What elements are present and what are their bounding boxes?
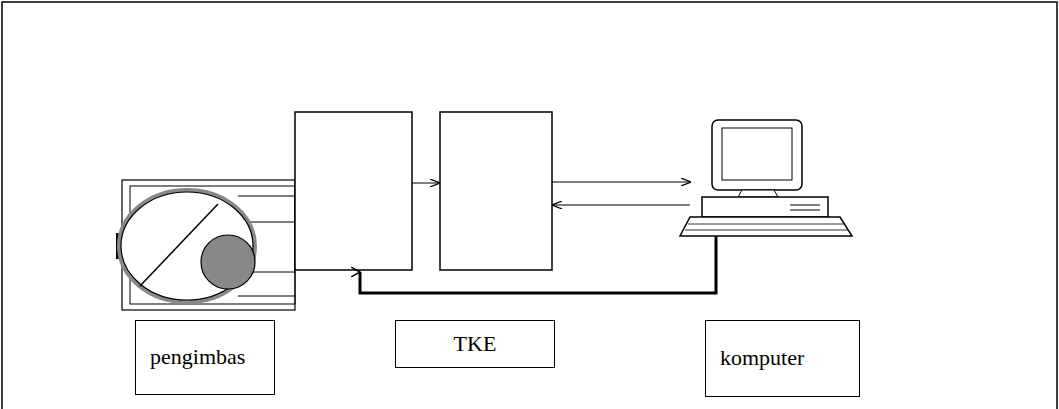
signal-arrow: [553, 205, 690, 206]
signal-arrow: [552, 182, 690, 183]
computer-icon: [680, 120, 852, 236]
label-box: TKE: [395, 320, 555, 368]
label-box: komputer: [705, 320, 860, 397]
interface-box: [295, 112, 412, 270]
box-label: pengimbas: [150, 344, 245, 370]
box-label: TKE: [454, 331, 497, 357]
signal-arrow: [412, 183, 439, 184]
label-box: pengimbas: [135, 320, 275, 395]
converter-box: [440, 112, 552, 270]
control-line: [360, 236, 716, 293]
box-label: komputer: [720, 345, 804, 371]
scanner-illustration: [116, 180, 295, 310]
